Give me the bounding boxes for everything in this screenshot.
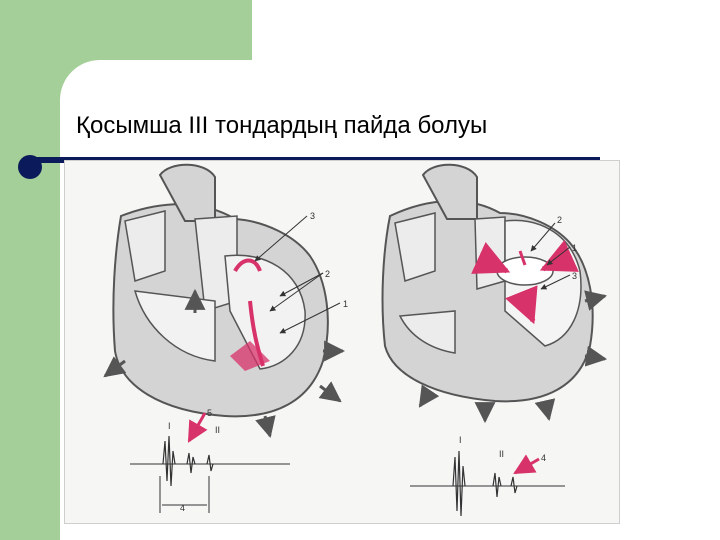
heart-sounds-figure: 3 2 1 5 I II 4	[64, 160, 620, 524]
right-tone-i: I	[459, 435, 462, 445]
left-heart: 3 2 1 5	[103, 163, 348, 443]
left-turbulence-highlight	[230, 341, 270, 371]
left-tone-ii: II	[215, 425, 220, 435]
right-label-4: 4	[541, 453, 546, 463]
right-tone-ii: II	[499, 449, 504, 459]
slide-title: Қосымша III тондардың пайда болуы	[76, 112, 488, 139]
left-label-5: 5	[207, 408, 212, 418]
left-label-3: 3	[310, 211, 315, 221]
right-label-3: 3	[572, 271, 577, 281]
right-heart: 2 1 3 4	[381, 163, 608, 475]
heart-diagram: 3 2 1 5 I II 4	[103, 163, 608, 517]
left-label-4: 4	[180, 503, 185, 513]
left-tone-i: I	[168, 421, 171, 431]
right-label-1: 1	[572, 243, 577, 253]
left-phonocardiogram: I II 4	[130, 421, 290, 513]
right-label-2: 2	[557, 215, 562, 225]
left-label-1: 1	[343, 299, 348, 309]
left-label-2: 2	[325, 269, 330, 279]
right-phonocardiogram: I II	[410, 435, 565, 517]
